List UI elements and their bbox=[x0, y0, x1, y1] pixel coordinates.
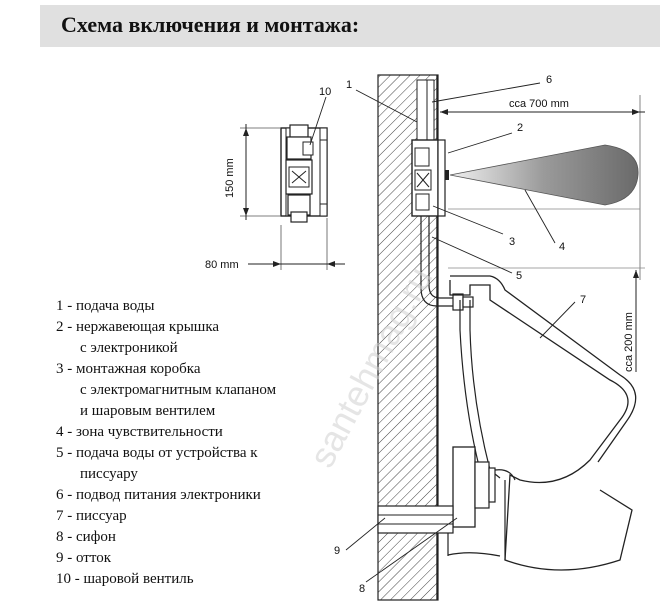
dimension-200mm: cca 200 mm bbox=[623, 270, 639, 372]
dimension-150mm: 150 mm bbox=[224, 124, 280, 220]
callout-9: 9 bbox=[334, 545, 340, 557]
box-detail-view bbox=[280, 124, 328, 223]
callout-5: 5 bbox=[516, 270, 522, 282]
sensitivity-zone bbox=[449, 144, 639, 206]
urinal bbox=[447, 275, 637, 571]
callout-labels: 1 6 2 3 4 5 7 8 9 10 bbox=[319, 74, 586, 595]
legend-item: 9 - отток bbox=[56, 550, 111, 566]
siphon bbox=[452, 446, 516, 528]
supply-lines bbox=[416, 79, 435, 149]
dimension-700mm: cca 700 mm bbox=[440, 95, 645, 280]
legend: 1 - подача воды 2 - нержавеющая крышка с… bbox=[56, 296, 276, 590]
legend-item: и шаровым вентилем bbox=[80, 403, 216, 419]
dimension-80mm: 80 mm bbox=[205, 218, 345, 271]
title-bar: Схема включения и монтажа: bbox=[40, 5, 660, 47]
legend-item: 8 - сифон bbox=[56, 529, 116, 545]
callout-2: 2 bbox=[517, 122, 523, 134]
label-150mm: 150 mm bbox=[224, 158, 236, 198]
callout-1: 1 bbox=[346, 79, 352, 91]
label-200mm: cca 200 mm bbox=[623, 312, 635, 372]
legend-item: с электроникой bbox=[80, 340, 178, 356]
callout-3: 3 bbox=[509, 236, 515, 248]
legend-item: 10 - шаровой вентиль bbox=[56, 571, 194, 587]
callout-4: 4 bbox=[559, 241, 565, 253]
legend-item: 7 - писсуар bbox=[56, 508, 127, 524]
legend-item: с электромагнитным клапаном bbox=[80, 382, 277, 398]
page-title: Схема включения и монтажа: bbox=[61, 12, 360, 37]
callout-6: 6 bbox=[546, 74, 552, 86]
legend-item: 5 - подача воды от устройства к bbox=[56, 445, 258, 461]
callout-8: 8 bbox=[359, 583, 365, 595]
legend-item: 2 - нержавеющая крышка bbox=[56, 319, 220, 335]
legend-item: 3 - монтажная коробка bbox=[56, 361, 201, 377]
legend-item: писсуару bbox=[80, 466, 138, 482]
legend-item: 6 - подвод питания электроники bbox=[56, 487, 261, 503]
callout-7: 7 bbox=[580, 294, 586, 306]
installation-box bbox=[411, 139, 449, 217]
legend-item: 1 - подача воды bbox=[56, 298, 155, 314]
callout-10: 10 bbox=[319, 86, 331, 98]
label-80mm: 80 mm bbox=[205, 259, 239, 271]
flush-pipe bbox=[420, 216, 474, 311]
drain-pipe bbox=[377, 505, 454, 534]
leader-lines bbox=[309, 82, 576, 583]
label-700mm: cca 700 mm bbox=[509, 98, 569, 110]
legend-item: 4 - зона чувствительности bbox=[56, 424, 223, 440]
